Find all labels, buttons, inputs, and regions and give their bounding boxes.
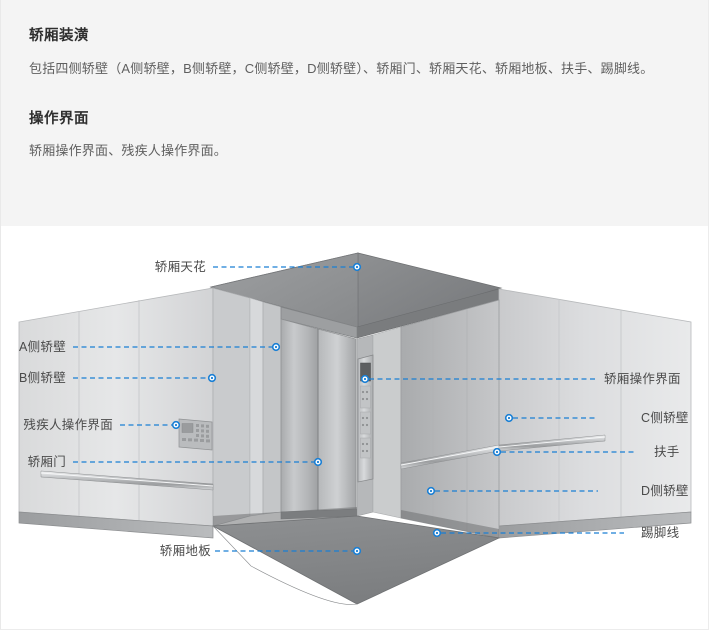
section-body-car-decoration: 包括四侧轿壁（A侧轿壁，B侧轿壁，C侧轿壁，D侧轿壁）、轿厢门、轿厢天花、轿厢地…: [29, 61, 654, 77]
section-title-car-decoration: 轿厢装潢: [29, 28, 89, 44]
section-body-operation-interface: 轿厢操作界面、残疾人操作界面。: [29, 142, 228, 158]
label-car-operating-panel: 轿厢操作界面: [604, 372, 681, 386]
label-wall-c: C侧轿壁: [641, 411, 689, 425]
label-wall-a: A侧轿壁: [18, 340, 66, 354]
elevator-car-diagram: 轿厢天花 A侧轿壁 B侧轿壁 残疾人操作界面 轿厢门 轿厢操作界面 C侧轿壁 扶…: [1, 226, 708, 629]
elevator-car-illustration: [18, 252, 692, 605]
car-operating-panel-graphic: [357, 354, 374, 483]
info-panel: 轿厢装潢 包括四侧轿壁（A侧轿壁，B侧轿壁，C侧轿壁，D侧轿壁）、轿厢门、轿厢天…: [1, 0, 708, 226]
label-wall-d: D侧轿壁: [641, 484, 689, 498]
label-skirting: 踢脚线: [641, 526, 680, 540]
label-ceiling: 轿厢天花: [154, 260, 206, 274]
accessible-operating-panel-graphic: [178, 418, 213, 451]
label-handrail: 扶手: [654, 445, 680, 459]
label-floor: 轿厢地板: [159, 544, 211, 558]
label-accessible-panel: 残疾人操作界面: [23, 418, 113, 432]
handrail-left: [40, 470, 214, 491]
section-car-decoration: 轿厢装潢 包括四侧轿壁（A侧轿壁，B侧轿壁，C侧轿壁，D侧轿壁）、轿厢门、轿厢天…: [29, 26, 684, 83]
section-title-operation-interface: 操作界面: [29, 111, 89, 128]
label-car-door: 轿厢门: [27, 455, 66, 469]
label-wall-b: B侧轿壁: [18, 371, 66, 385]
section-operation-interface: 操作界面 轿厢操作界面、残疾人操作界面。: [29, 109, 684, 164]
